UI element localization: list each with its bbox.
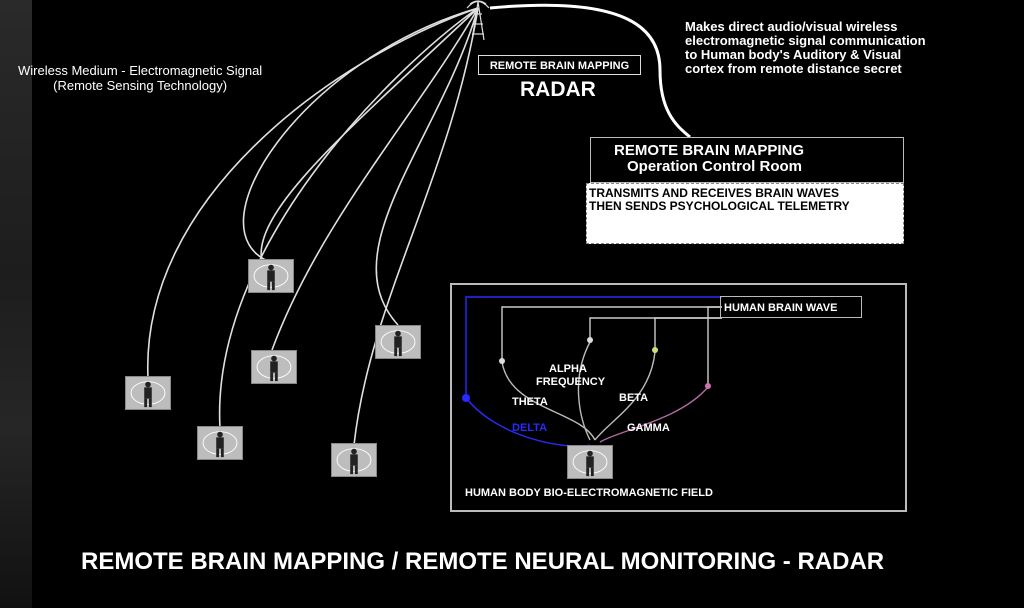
human-figure-icon (567, 445, 613, 479)
description-text: Makes direct audio/visual wireless elect… (685, 20, 926, 76)
human-brain-wave-label: HUMAN BRAIN WAVE (720, 296, 862, 318)
description-line-3: to Human body's Auditory & Visual (685, 47, 902, 62)
gamma-label: GAMMA (627, 422, 670, 434)
alpha-label: ALPHA (549, 363, 587, 375)
footer-title: REMOTE BRAIN MAPPING / REMOTE NEURAL MON… (81, 548, 885, 575)
human-figure-icon (375, 325, 421, 359)
wireless-medium-line-2: (Remote Sensing Technology) (53, 78, 228, 93)
description-line-2: electromagnetic signal communication (685, 33, 926, 48)
left-edge-strip (0, 0, 32, 608)
radar-box-label: REMOTE BRAIN MAPPING (478, 55, 641, 75)
wireless-medium-line-1: Wireless Medium - Electromagnetic Signal (18, 63, 263, 78)
wire-to-person-1 (147, 7, 479, 379)
wire-to-person-4 (271, 7, 479, 351)
wire-to-person-2 (242, 7, 479, 263)
human-figure-icon (197, 426, 243, 460)
transmits-line-2: THEN SENDS PSYCHOLOGICAL TELEMETRY (589, 199, 850, 213)
description-line-1: Makes direct audio/visual wireless (685, 19, 898, 34)
control-room-title: REMOTE BRAIN MAPPING (614, 142, 805, 159)
transmits-box (586, 183, 904, 244)
human-figure-icon (331, 443, 377, 477)
control-room-subtitle: Operation Control Room (627, 158, 802, 175)
wire-to-person-5 (375, 7, 479, 326)
bio-field-label: HUMAN BODY BIO-ELECTROMAGNETIC FIELD (465, 487, 713, 499)
wire-to-person-3 (218, 7, 479, 429)
human-figure-icon (248, 259, 294, 293)
wire-to-person-6 (353, 7, 479, 446)
human-figure-icon (125, 376, 171, 410)
radar-title: RADAR (520, 78, 596, 101)
description-line-4: cortex from remote distance secret (685, 61, 902, 76)
transmits-line-1: TRANSMITS AND RECEIVES BRAIN WAVES (589, 186, 840, 200)
brain-wave-lines (465, 296, 722, 447)
radar-tower-icon (466, 0, 490, 41)
wire-radar-to-control-room (489, 3, 691, 139)
beta-label: BETA (619, 392, 649, 404)
control-room-box (590, 137, 904, 183)
brain-wave-panel (450, 283, 907, 512)
theta-label: THETA (512, 396, 548, 408)
delta-label: DELTA (512, 422, 548, 434)
human-figure-icon (251, 350, 297, 384)
wire-to-person-7 (260, 7, 479, 263)
wireless-medium-label: Wireless Medium - Electromagnetic Signal… (18, 63, 262, 93)
frequency-label: FREQUENCY (536, 376, 606, 388)
